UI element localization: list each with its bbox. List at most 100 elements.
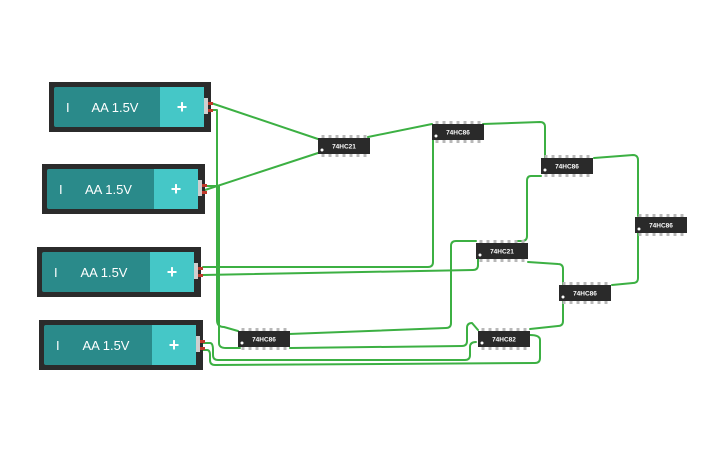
chip-pin[interactable] — [562, 282, 566, 285]
wire[interactable] — [288, 240, 477, 335]
chip-pin[interactable] — [558, 174, 562, 177]
terminal-lead[interactable] — [208, 102, 213, 105]
chip-pin[interactable] — [509, 328, 513, 331]
chip-pin[interactable] — [523, 328, 527, 331]
chip-pin[interactable] — [558, 155, 562, 158]
terminal-lead[interactable] — [200, 340, 205, 343]
chip-pin[interactable] — [255, 328, 259, 331]
chip-pin[interactable] — [544, 155, 548, 158]
chip-pin[interactable] — [659, 214, 663, 217]
chip-pin[interactable] — [659, 233, 663, 236]
wire[interactable] — [611, 231, 639, 286]
chip-pin[interactable] — [486, 240, 490, 243]
chip-pin[interactable] — [576, 282, 580, 285]
chip-pin[interactable] — [516, 328, 520, 331]
wire[interactable] — [367, 123, 433, 138]
chip-pin[interactable] — [477, 140, 481, 143]
chip-pin[interactable] — [666, 214, 670, 217]
chip-pin[interactable] — [500, 259, 504, 262]
ic-chip[interactable]: 74HC21 — [476, 240, 528, 262]
terminal-lead[interactable] — [202, 184, 207, 187]
chip-pin[interactable] — [507, 259, 511, 262]
chip-pin[interactable] — [521, 259, 525, 262]
terminal-lead[interactable] — [202, 191, 207, 194]
ic-chip[interactable]: 74HC86 — [559, 282, 611, 304]
chip-pin[interactable] — [652, 233, 656, 236]
chip-pin[interactable] — [349, 154, 353, 157]
chip-pin[interactable] — [673, 214, 677, 217]
chip-pin[interactable] — [488, 347, 492, 350]
chip-pin[interactable] — [673, 233, 677, 236]
terminal-lead[interactable] — [208, 109, 213, 112]
chip-pin[interactable] — [363, 154, 367, 157]
chip-pin[interactable] — [544, 174, 548, 177]
terminal-lead[interactable] — [198, 274, 203, 277]
wire[interactable] — [204, 152, 319, 191]
chip-pin[interactable] — [349, 135, 353, 138]
chip-pin[interactable] — [507, 240, 511, 243]
chip-pin[interactable] — [241, 328, 245, 331]
chip-pin[interactable] — [583, 301, 587, 304]
wire[interactable] — [202, 341, 477, 361]
chip-pin[interactable] — [579, 174, 583, 177]
chip-pin[interactable] — [276, 347, 280, 350]
wire[interactable] — [516, 175, 542, 242]
chip-pin[interactable] — [645, 233, 649, 236]
chip-pin[interactable] — [269, 328, 273, 331]
chip-pin[interactable] — [576, 301, 580, 304]
chip-pin[interactable] — [500, 240, 504, 243]
chip-pin[interactable] — [521, 240, 525, 243]
chip-pin[interactable] — [321, 135, 325, 138]
chip-pin[interactable] — [321, 154, 325, 157]
chip-pin[interactable] — [502, 347, 506, 350]
chip-pin[interactable] — [495, 347, 499, 350]
chip-pin[interactable] — [572, 174, 576, 177]
chip-pin[interactable] — [335, 154, 339, 157]
chip-pin[interactable] — [435, 121, 439, 124]
chip-pin[interactable] — [479, 240, 483, 243]
chip-pin[interactable] — [597, 282, 601, 285]
chip-pin[interactable] — [586, 174, 590, 177]
chip-pin[interactable] — [562, 301, 566, 304]
chip-pin[interactable] — [328, 154, 332, 157]
chip-pin[interactable] — [442, 121, 446, 124]
chip-pin[interactable] — [509, 347, 513, 350]
chip-pin[interactable] — [435, 140, 439, 143]
chip-pin[interactable] — [493, 259, 497, 262]
chip-pin[interactable] — [569, 301, 573, 304]
chip-pin[interactable] — [477, 121, 481, 124]
chip-pin[interactable] — [551, 174, 555, 177]
ic-chip[interactable]: 74HC86 — [541, 155, 593, 177]
ic-chip[interactable]: 74HC86 — [635, 214, 687, 236]
chip-pin[interactable] — [590, 282, 594, 285]
chip-pin[interactable] — [481, 328, 485, 331]
chip-pin[interactable] — [342, 135, 346, 138]
chip-pin[interactable] — [470, 140, 474, 143]
chip-pin[interactable] — [680, 214, 684, 217]
chip-pin[interactable] — [645, 214, 649, 217]
chip-pin[interactable] — [283, 328, 287, 331]
chip-pin[interactable] — [486, 259, 490, 262]
chip-pin[interactable] — [262, 328, 266, 331]
ic-chip[interactable]: 74HC82 — [478, 328, 530, 350]
chip-pin[interactable] — [283, 347, 287, 350]
wire[interactable] — [482, 121, 546, 159]
wire[interactable] — [593, 154, 639, 217]
chip-pin[interactable] — [248, 328, 252, 331]
chip-pin[interactable] — [523, 347, 527, 350]
wire[interactable] — [529, 299, 564, 330]
chip-pin[interactable] — [449, 140, 453, 143]
chip-pin[interactable] — [456, 140, 460, 143]
chip-pin[interactable] — [590, 301, 594, 304]
wire[interactable] — [289, 322, 479, 349]
chip-pin[interactable] — [488, 328, 492, 331]
chip-pin[interactable] — [666, 233, 670, 236]
chip-pin[interactable] — [493, 240, 497, 243]
chip-pin[interactable] — [565, 155, 569, 158]
chip-pin[interactable] — [335, 135, 339, 138]
chip-pin[interactable] — [442, 140, 446, 143]
chip-pin[interactable] — [502, 328, 506, 331]
wire[interactable] — [206, 185, 241, 349]
chip-pin[interactable] — [342, 154, 346, 157]
chip-pin[interactable] — [514, 259, 518, 262]
